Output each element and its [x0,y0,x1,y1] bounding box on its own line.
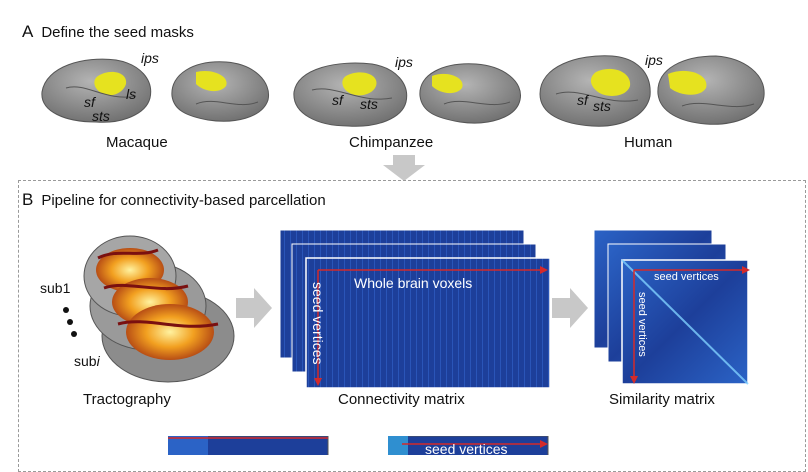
macaque-caption: Macaque [106,134,168,151]
bottom-axis-label: seed vertices [425,441,508,457]
section-b-title: Pipeline for connectivity-based parcella… [41,192,326,209]
chimp-left-seed [342,72,377,96]
section-a-letter: A [22,22,34,41]
down-arrow-icon [383,155,425,181]
macaque-label-sf: sf [84,94,95,110]
section-b-letter: B [22,190,34,209]
connectivity-matrix-figure [279,229,551,389]
human-label-ips: ips [645,52,663,68]
bottom-left-matrix [168,436,329,455]
tractography-caption: Tractography [83,391,171,408]
chimpanzee-label-sf: sf [332,92,343,108]
chimp-right-seed [432,73,463,94]
macaque-label-ls: ls [126,86,137,102]
similarity-matrix-figure [593,229,750,385]
macaque-label-sts: sts [92,108,110,124]
macaque-right-hemisphere [171,61,270,122]
subject-last-label: subi [74,353,100,369]
connectivity-x-axis-label: Whole brain voxels [354,275,473,291]
similarity-x-axis-label: seed vertices [654,271,719,283]
connectivity-y-axis-label: seed vertices [310,282,326,365]
chimpanzee-label-sts: sts [360,96,378,112]
right-arrow-icon [236,288,272,328]
subject-last-prefix: sub [74,353,97,369]
human-label-sf: sf [577,92,588,108]
chimpanzee-caption: Chimpanzee [349,134,434,151]
macaque-brain-figure [41,58,270,123]
bottom-right-matrix [388,436,549,455]
chimpanzee-brain-figure [293,62,521,127]
section-a-heading: A Define the seed masks [22,22,194,42]
human-right-seed [668,70,707,95]
human-left-seed [590,68,631,96]
human-brain-figure [539,55,765,127]
chimpanzee-label-ips: ips [395,54,413,70]
subject-last-index: i [96,353,100,369]
human-left-hemisphere [539,55,651,127]
human-caption: Human [624,134,673,151]
chimp-right-hemisphere [419,63,521,124]
human-label-sts: sts [593,98,611,114]
subject-first-label: sub1 [40,280,71,296]
ellipsis-dots-icon [63,307,77,337]
macaque-right-seed [196,70,227,92]
macaque-left-seed [94,71,127,96]
section-a-title: Define the seed masks [41,24,194,41]
tractography-figure [83,235,235,383]
macaque-left-hemisphere [41,58,152,123]
right-arrow-icon [552,288,588,328]
connectivity-caption: Connectivity matrix [338,391,465,408]
section-b-heading: B Pipeline for connectivity-based parcell… [22,190,326,210]
macaque-label-ips: ips [141,50,159,66]
similarity-y-axis-label: seed vertices [636,292,648,357]
similarity-caption: Similarity matrix [609,391,715,408]
